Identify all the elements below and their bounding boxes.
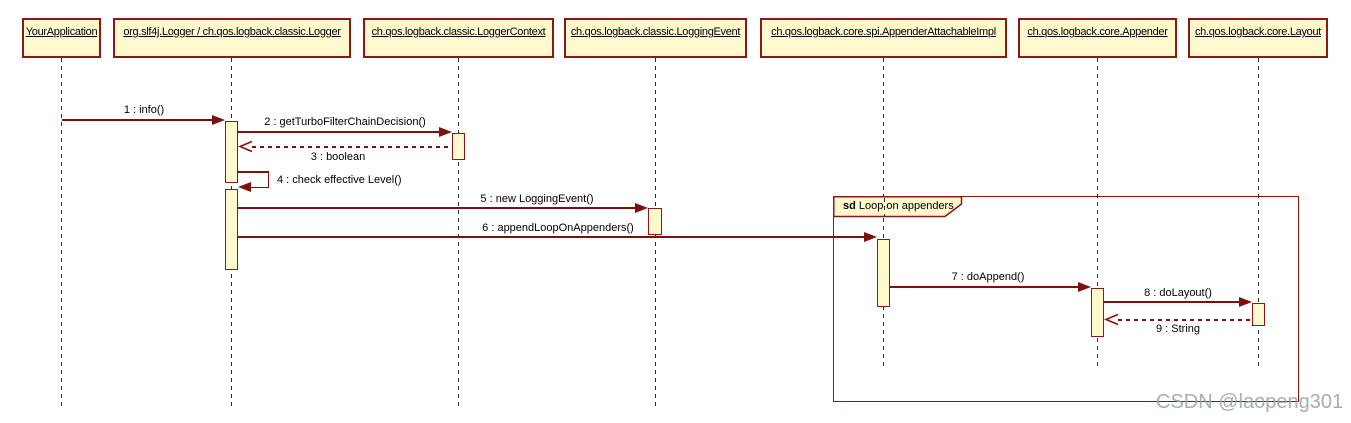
message-line-4c <box>251 186 269 188</box>
message-label-5: 5 : new LoggingEvent() <box>480 193 594 205</box>
lifeline-dash-over-label <box>884 198 885 217</box>
lifeline-header-appender: ch.qos.logback.core.Appender <box>1018 18 1177 58</box>
sd-frame-label-shape <box>832 195 962 217</box>
arrowhead-icon <box>439 127 452 137</box>
lifeline-header-layout: ch.qos.logback.core.Layout <box>1188 18 1328 58</box>
message-line-3 <box>252 146 452 148</box>
lifeline-name: YourApplication <box>25 26 98 38</box>
message-line-9 <box>1118 319 1252 321</box>
lifeline-loggercontext <box>458 58 459 410</box>
message-line-4a <box>238 171 269 173</box>
activation-loggercontext <box>452 133 465 160</box>
sd-frame-label: sd Loop on appenders <box>843 200 954 212</box>
open-arrowhead-icon <box>1104 313 1119 326</box>
message-line-4b <box>267 171 269 188</box>
message-line-2 <box>238 131 439 133</box>
message-label-4: 4 : check effective Level() <box>277 174 402 186</box>
lifeline-name: org.slf4j.Logger / ch.qos.logback.classi… <box>123 26 341 38</box>
arrowhead-icon <box>864 232 877 242</box>
lifeline-header-appenderattachableimpl: ch.qos.logback.core.spi.AppenderAttachab… <box>760 18 1007 58</box>
message-line-5 <box>238 207 635 209</box>
message-label-6: 6 : appendLoopOnAppenders() <box>482 222 634 234</box>
message-line-6 <box>238 236 864 238</box>
arrowhead-icon <box>635 203 648 213</box>
message-label-7: 7 : doAppend() <box>951 271 1025 283</box>
arrowhead-icon <box>238 182 251 192</box>
lifeline-layout <box>1258 58 1259 370</box>
lifeline-header-logger: org.slf4j.Logger / ch.qos.logback.classi… <box>113 18 351 58</box>
lifeline-name: ch.qos.logback.classic.LoggerContext <box>371 26 546 38</box>
lifeline-appender <box>1097 58 1098 370</box>
lifeline-header-loggingevent: ch.qos.logback.classic.LoggingEvent <box>564 18 747 58</box>
activation-logger-2 <box>225 189 238 270</box>
sd-frame-loop-on-appenders: sd Loop on appenders <box>832 195 1299 402</box>
message-label-2: 2 : getTurboFilterChainDecision() <box>264 116 426 128</box>
activation-appenderattachableimpl <box>877 239 890 307</box>
open-arrowhead-icon <box>238 140 253 153</box>
activation-logger-1 <box>225 121 238 183</box>
lifeline-header-loggercontext: ch.qos.logback.classic.LoggerContext <box>363 18 554 58</box>
message-label-8: 8 : doLayout() <box>1144 287 1212 299</box>
arrowhead-icon <box>1239 297 1252 307</box>
message-line-8 <box>1104 301 1239 303</box>
lifeline-name: ch.qos.logback.core.Layout <box>1194 26 1322 38</box>
sd-frame-title: Loop on appenders <box>858 200 954 212</box>
message-label-3: 3 : boolean <box>310 151 366 163</box>
message-line-7 <box>890 286 1078 288</box>
csdn-watermark: CSDN @laopeng301 <box>1156 391 1344 413</box>
message-line-1 <box>62 119 212 121</box>
lifeline-name: ch.qos.logback.core.spi.AppenderAttachab… <box>771 26 996 38</box>
arrowhead-icon <box>1078 282 1091 292</box>
lifeline-yourapplication <box>61 58 62 410</box>
activation-loggingevent <box>648 208 662 235</box>
message-label-1: 1 : info() <box>123 104 165 116</box>
activation-appender <box>1091 288 1104 337</box>
sd-keyword: sd <box>843 200 856 212</box>
activation-layout <box>1252 303 1265 326</box>
lifeline-name: ch.qos.logback.classic.LoggingEvent <box>570 26 741 38</box>
lifeline-header-yourapplication: YourApplication <box>22 18 101 58</box>
lifeline-name: ch.qos.logback.core.Appender <box>1027 26 1168 38</box>
arrowhead-icon <box>212 115 225 125</box>
message-label-9: 9 : String <box>1155 323 1201 335</box>
